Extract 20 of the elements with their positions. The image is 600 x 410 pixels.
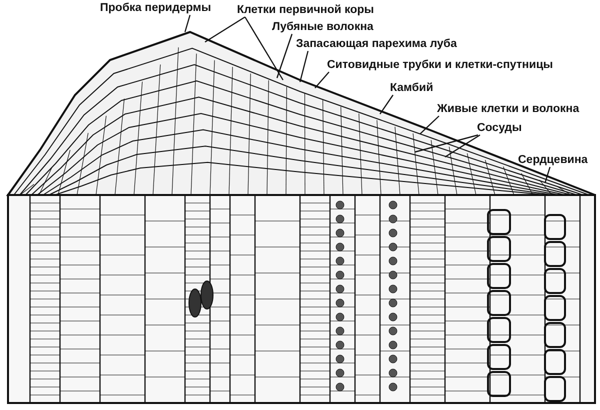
leader-line <box>544 166 551 184</box>
leader-line <box>276 34 293 78</box>
part-label: Клетки первичной коры <box>237 3 374 17</box>
leader-line <box>420 116 440 134</box>
part-label: Сердцевина <box>518 153 588 167</box>
part-label: Пробка перидермы <box>100 1 212 15</box>
leader-line <box>184 14 191 32</box>
part-label: Живые клетки и волокна <box>437 102 580 116</box>
part-label: Лубяные волокна <box>272 20 374 34</box>
leader-line <box>414 134 478 153</box>
leader-line <box>299 50 309 82</box>
leader-line <box>244 16 284 80</box>
part-label: Сосуды <box>477 121 522 135</box>
leader-line <box>444 134 480 158</box>
part-label: Камбий <box>390 81 434 95</box>
part-label: Запасающая парехима луба <box>296 37 457 51</box>
leader-line <box>314 72 330 88</box>
part-label: Ситовидные трубки и клетки-спутницы <box>327 58 553 72</box>
leader-line <box>204 16 246 42</box>
leader-line <box>380 94 394 114</box>
